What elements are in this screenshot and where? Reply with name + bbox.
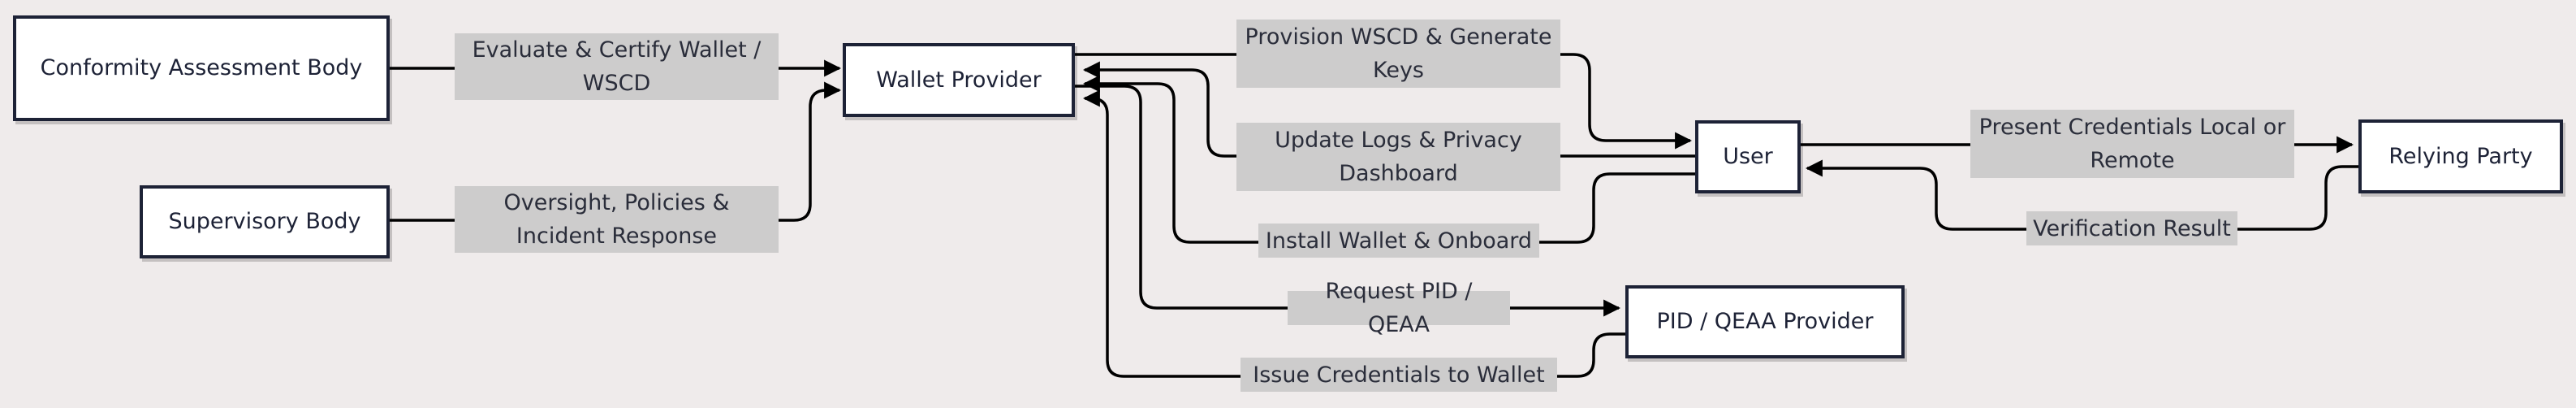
edge-label-install-wallet: Install Wallet & Onboard: [1258, 224, 1539, 258]
edge-label-oversight: Oversight, Policies & Incident Response: [455, 186, 779, 253]
edge-label-request-pid: Request PID / QEAA: [1288, 279, 1510, 337]
edge-provision-wscd: [1073, 53, 1693, 150]
node-relying-party[interactable]: Relying Party: [2358, 119, 2563, 193]
edge-request-pid: [1073, 85, 1621, 317]
edge-oversight: [390, 81, 842, 222]
edge-label-present-credentials: Present Credentials Local or Remote: [1970, 110, 2294, 178]
node-user[interactable]: User: [1695, 120, 1801, 193]
edge-label-update-logs: Update Logs & Privacy Dashboard: [1236, 123, 1560, 191]
edge-label-provision-wscd: Provision WSCD & Generate Keys: [1236, 20, 1560, 88]
edge-label-evaluate-certify: Evaluate & Certify Wallet / WSCD: [455, 33, 779, 100]
edge-update-logs: [1082, 61, 1695, 158]
node-pid-qeaa-provider[interactable]: PID / QEAA Provider: [1625, 285, 1905, 358]
edge-label-issue-credentials: Issue Credentials to Wallet: [1241, 358, 1557, 392]
node-wallet-provider[interactable]: Wallet Provider: [843, 43, 1075, 117]
node-conformity-assessment-body[interactable]: Conformity Assessment Body: [13, 15, 390, 121]
edge-label-verification-result: Verification Result: [2026, 211, 2237, 245]
node-supervisory-body[interactable]: Supervisory Body: [140, 185, 390, 258]
